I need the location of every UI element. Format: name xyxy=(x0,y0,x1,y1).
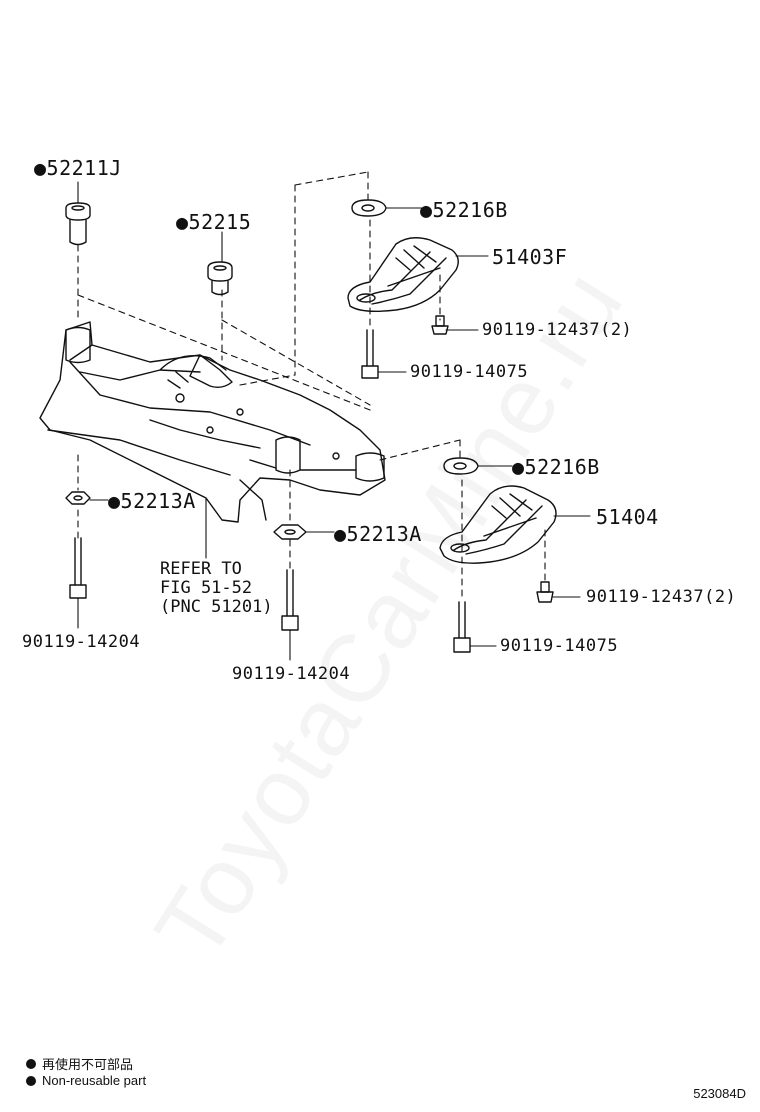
bolt-90119-14075-top xyxy=(361,329,379,379)
diagram-code: 523084D xyxy=(693,1086,746,1101)
bullet-icon xyxy=(26,1075,36,1086)
callout-90119-14075-bottom: 90119-14075 xyxy=(500,636,619,656)
bolt-90119-14075-bottom xyxy=(453,601,471,653)
refer-note: REFER TO FIG 51-52 (PNC 51201) xyxy=(160,560,273,617)
brace-51403F xyxy=(347,237,459,313)
callout-51404: 51404 xyxy=(596,505,659,529)
callout-52216B-top: ●52216B xyxy=(420,198,508,222)
washer-52213A-left xyxy=(65,491,91,505)
callout-90119-12437-bottom: 90119-12437(2) xyxy=(586,587,737,607)
crossmember xyxy=(39,321,386,523)
washer-52216B-bottom xyxy=(443,457,479,475)
legend-jp-text: 再使用不可部品 xyxy=(42,1057,134,1072)
bolt-90119-14204-mid xyxy=(281,569,299,631)
callout-52213A-left: ●52213A xyxy=(108,489,196,513)
callout-90119-14075-top: 90119-14075 xyxy=(410,362,529,382)
callout-90119-14204-left: 90119-14204 xyxy=(22,632,141,652)
callout-52215: ●52215 xyxy=(176,210,252,234)
refer-line-1: REFER TO xyxy=(160,559,242,579)
callout-52216B-bottom: ●52216B xyxy=(512,455,600,479)
refer-line-2: FIG 51-52 xyxy=(160,578,253,598)
callout-52213A-mid: ●52213A xyxy=(334,522,422,546)
callout-90119-14204-mid: 90119-14204 xyxy=(232,664,351,684)
bolt-90119-12437-top xyxy=(431,315,449,335)
bushing-52215 xyxy=(207,261,233,296)
bushing-52211J xyxy=(65,202,91,246)
washer-52213A-mid xyxy=(273,524,307,540)
leader-lines xyxy=(77,181,591,661)
legend-jp: 再使用不可部品 xyxy=(26,1054,133,1073)
callout-90119-12437-top: 90119-12437(2) xyxy=(482,320,633,340)
callout-52211J: ●52211J xyxy=(34,156,122,180)
legend-en: Non-reusable part xyxy=(26,1073,146,1088)
guide-lines xyxy=(77,171,546,601)
legend-en-text: Non-reusable part xyxy=(42,1073,147,1088)
brace-51404 xyxy=(439,485,557,564)
washer-52216B-top xyxy=(351,199,387,217)
bullet-icon xyxy=(26,1058,36,1069)
refer-line-3: (PNC 51201) xyxy=(160,597,273,617)
bolt-90119-12437-bottom xyxy=(536,581,554,603)
callout-51403F: 51403F xyxy=(492,245,568,269)
bolt-90119-14204-left xyxy=(69,537,87,599)
